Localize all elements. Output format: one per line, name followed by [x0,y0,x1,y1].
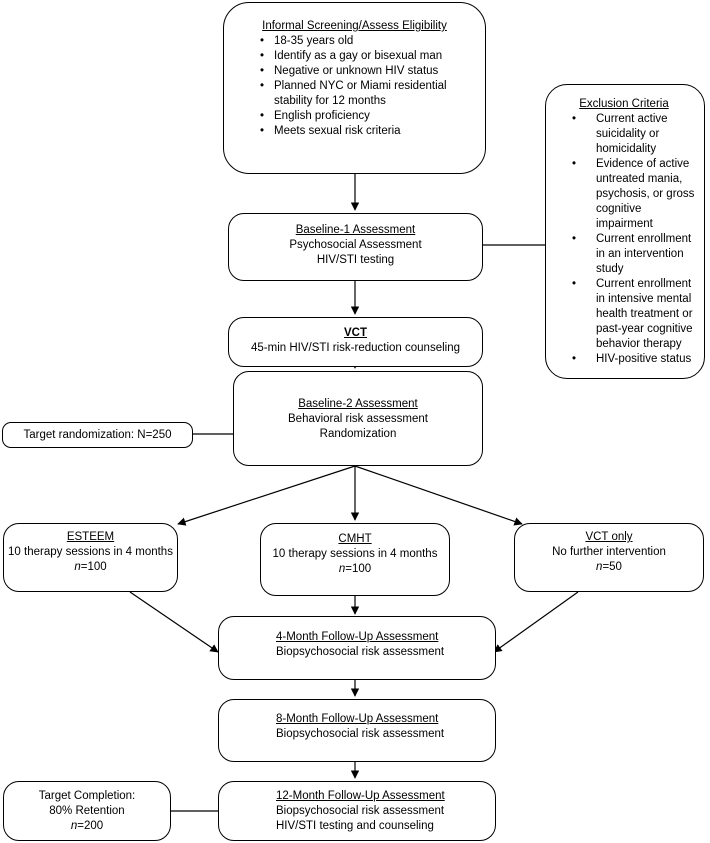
cmht-arm-box: CMHT 10 therapy sessions in 4 months n=1… [260,523,450,596]
vct-line1: 45-min HIV/STI risk-reduction counseling [251,342,460,354]
esteem-n: n=100 [74,561,107,573]
target-randomization-box: Target randomization: N=250 [2,422,193,448]
screening-item: Planned NYC or Miami residential stabili… [224,79,485,109]
screening-item: Meets sexual risk criteria [224,124,485,139]
exclusion-item: Current active suicidality or homicidali… [546,112,696,157]
arrow-esteem-to-fu4 [129,591,219,653]
vct-title: VCT [344,327,367,339]
exclusion-item: Current enrollment in intensive mental h… [546,277,696,352]
exclusion-title: Exclusion Criteria [579,98,669,110]
baseline1-line2: HIV/STI testing [316,254,395,266]
followup-4-month-box: 4-Month Follow-Up Assessment Biopsychoso… [218,616,496,680]
baseline1-title: Baseline-1 Assessment [295,224,416,236]
screening-item: 18-35 years old [224,34,485,49]
followup-12-month-box: 12-Month Follow-Up Assessment Biopsychos… [218,781,496,841]
vct-only-title: VCT only [585,531,633,543]
vct-only-n: n=50 [596,561,622,573]
screening-title: Informal Screening/Assess Eligibility [262,20,447,32]
vct-box: VCT 45-min HIV/STI risk-reduction counse… [228,317,483,367]
cmht-title: CMHT [338,533,372,545]
arrow-baseline2-to-vctonly [354,465,523,526]
screening-box: Informal Screening/Assess Eligibility 18… [223,2,486,174]
baseline2-line1: Behavioral risk assessment [288,413,428,425]
screening-item: English proficiency [224,109,485,124]
followup12-title: 12-Month Follow-Up Assessment [276,790,445,802]
target-randomization-label: Target randomization: N=250 [23,429,172,441]
target-completion-line2: 80% Retention [49,805,125,817]
baseline2-box: Baseline-2 Assessment Behavioral risk as… [233,371,483,466]
vct-only-arm-box: VCT only No further intervention n=50 [514,523,704,592]
arrow-baseline2-to-esteem [177,465,356,526]
followup8-line1: Biopsychosocial risk assessment [276,728,445,740]
screening-list: 18-35 years old Identify as a gay or bis… [224,34,485,139]
baseline2-title: Baseline-2 Assessment [298,398,418,410]
arrow-vctonly-to-fu4 [493,591,579,653]
esteem-title: ESTEEM [66,531,115,543]
baseline2-line2: Randomization [319,428,397,440]
baseline1-box: Baseline-1 Assessment Psychosocial Asses… [228,213,483,281]
followup12-line2: HIV/STI testing and counseling [276,820,434,832]
cmht-n: n=100 [338,563,372,575]
target-completion-line1: Target Completion: [38,790,136,802]
screening-item: Negative or unknown HIV status [224,64,485,79]
target-completion-box: Target Completion: 80% Retention n=200 [3,781,171,841]
target-completion-n: n=200 [70,820,104,832]
esteem-line1: 10 therapy sessions in 4 months [8,546,173,558]
exclusion-list: Current active suicidality or homicidali… [546,112,696,367]
exclusion-item: HIV-positive status [546,352,696,367]
followup4-title: 4-Month Follow-Up Assessment [276,631,439,643]
esteem-arm-box: ESTEEM 10 therapy sessions in 4 months n… [3,523,178,592]
vct-only-line1: No further intervention [552,546,666,558]
baseline1-line1: Psychosocial Assessment [289,239,422,251]
exclusion-criteria-box: Exclusion Criteria Current active suicid… [545,84,705,379]
screening-item: Identify as a gay or bisexual man [224,49,485,64]
exclusion-item: Current enrollment in an intervention st… [546,232,696,277]
exclusion-item: Evidence of active untreated mania, psyc… [546,157,696,232]
followup4-line1: Biopsychosocial risk assessment [276,646,445,658]
followup-8-month-box: 8-Month Follow-Up Assessment Biopsychoso… [218,699,496,762]
followup8-title: 8-Month Follow-Up Assessment [276,713,439,725]
cmht-line1: 10 therapy sessions in 4 months [272,548,438,560]
followup12-line1: Biopsychosocial risk assessment [276,805,445,817]
